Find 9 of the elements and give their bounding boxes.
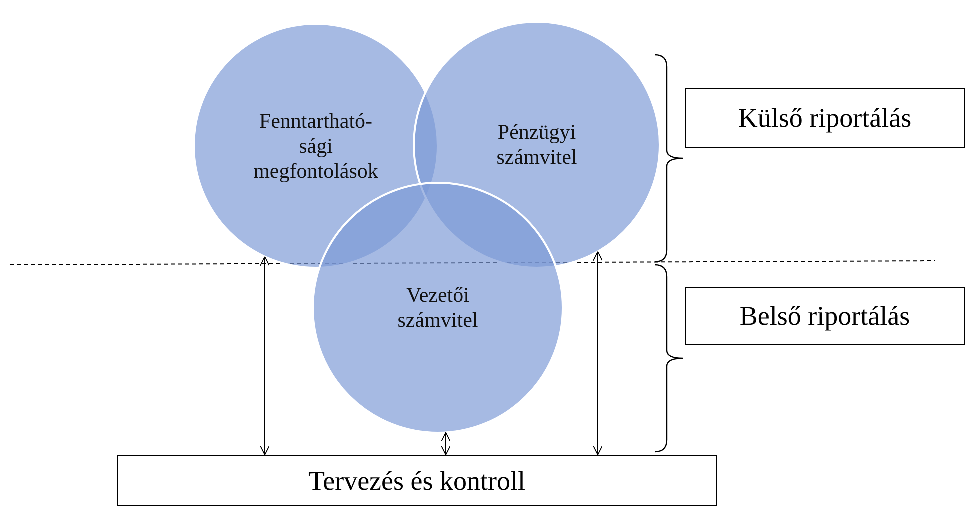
circle-label: Vezetői számvitel bbox=[396, 283, 480, 333]
label-box: Belső riportálás bbox=[685, 287, 965, 345]
double-arrow bbox=[593, 251, 603, 456]
label-box: Külső riportálás bbox=[685, 88, 965, 148]
label-box: Tervezés és kontroll bbox=[117, 455, 717, 506]
double-arrow bbox=[260, 256, 270, 456]
double-arrow bbox=[441, 432, 451, 456]
circle-label: Pénzügyi számvitel bbox=[496, 120, 578, 170]
circle-label: Fenntartható- sági megfontolások bbox=[252, 108, 380, 184]
